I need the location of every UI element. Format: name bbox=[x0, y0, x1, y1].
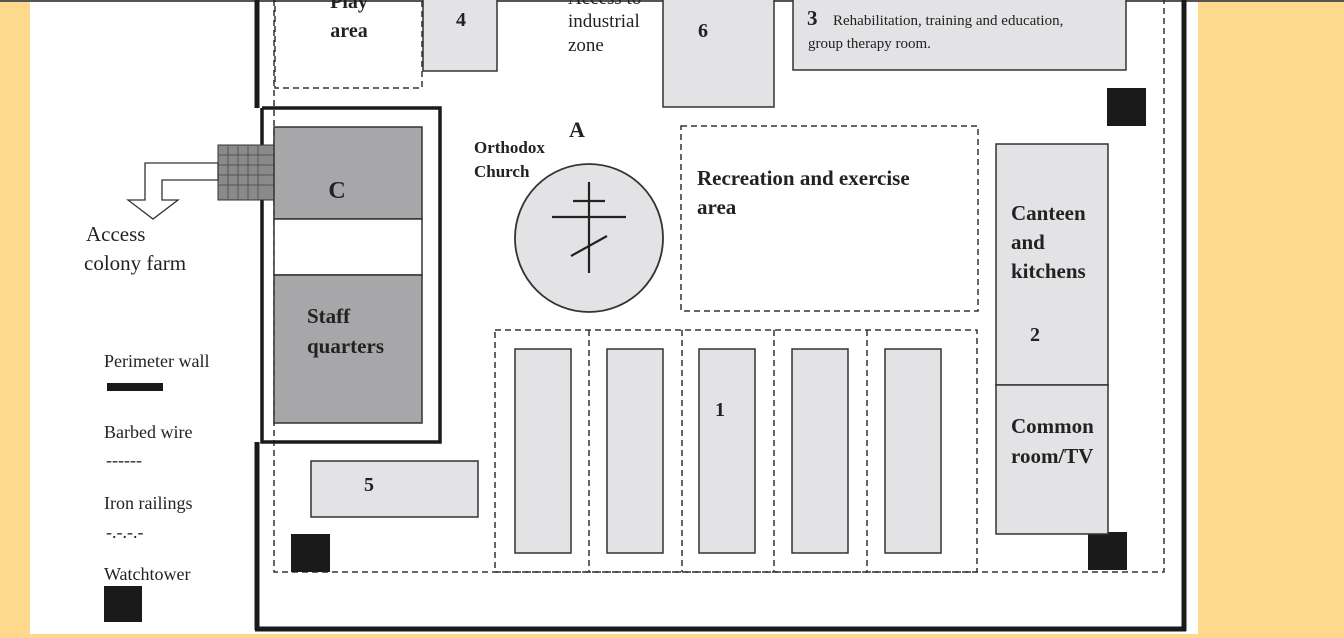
staff-compound-wall bbox=[260, 106, 442, 444]
staff-link-corridor bbox=[273, 218, 423, 276]
legend-watchtower-label: Watchtower bbox=[104, 564, 191, 584]
zone-a-label: A bbox=[569, 117, 585, 142]
staff-quarters-label: Staff bbox=[307, 304, 351, 328]
legend-iron-railings-label: Iron railings bbox=[104, 493, 192, 513]
dormitory-yards bbox=[494, 329, 978, 573]
industrial-access-label-3: zone bbox=[568, 35, 604, 56]
farm-access-label-2: colony farm bbox=[84, 251, 186, 275]
play-area-enclosure bbox=[274, 0, 423, 89]
building-5 bbox=[310, 460, 479, 518]
canteen-kitchens bbox=[995, 143, 1109, 386]
farm-access-arrow bbox=[126, 162, 219, 220]
dormitory-block-1e bbox=[884, 348, 942, 554]
dormitory-label: 1 bbox=[715, 399, 725, 421]
legend-barbed-wire-label: Barbed wire bbox=[104, 422, 192, 442]
dormitory-block-1a bbox=[514, 348, 572, 554]
legend-watchtower-swatch bbox=[104, 586, 142, 622]
play-area-label: Play bbox=[330, 0, 368, 13]
canteen-label: Canteen bbox=[1011, 201, 1086, 225]
common-room-label: Common bbox=[1011, 414, 1094, 438]
canteen-label-3: kitchens bbox=[1011, 259, 1086, 283]
building-3-number: 3 bbox=[807, 6, 818, 30]
church-label: Orthodox bbox=[474, 138, 545, 157]
building-3-label: Rehabilitation, training and education, bbox=[833, 13, 1063, 29]
common-room-label-2: room/TV bbox=[1011, 444, 1093, 468]
building-4 bbox=[422, 0, 498, 72]
recreation-area bbox=[680, 125, 979, 312]
farm-access-label: Access bbox=[86, 222, 145, 246]
building-3 bbox=[792, 0, 1127, 71]
industrial-access-label-2: industrial bbox=[568, 11, 640, 32]
building-3-label-2: group therapy room. bbox=[808, 36, 931, 52]
building-5-label: 5 bbox=[364, 474, 374, 496]
building-c-label: C bbox=[328, 178, 345, 204]
orthodox-cross-icon bbox=[552, 182, 626, 273]
perimeter-wall bbox=[254, 0, 1187, 632]
common-room bbox=[995, 384, 1109, 535]
dormitory-block-1c bbox=[698, 348, 756, 554]
gatehouse bbox=[217, 144, 275, 201]
gatehouse-hatching bbox=[218, 145, 274, 200]
staff-quarters-label-2: quarters bbox=[307, 334, 384, 358]
legend-perimeter-wall-swatch bbox=[107, 383, 163, 391]
recreation-label: Recreation and exercise bbox=[697, 166, 910, 190]
recreation-label-2: area bbox=[697, 195, 737, 219]
watchtower-northeast bbox=[1107, 88, 1146, 126]
building-6 bbox=[662, 0, 775, 108]
legend-iron-railings-symbol: -.-.-.- bbox=[106, 522, 143, 542]
watchtower-southwest bbox=[291, 534, 330, 572]
legend-barbed-wire-symbol: ------ bbox=[106, 450, 142, 470]
play-area-label-2: area bbox=[330, 20, 367, 42]
watchtower-southeast bbox=[1088, 532, 1127, 570]
staff-quarters bbox=[273, 274, 423, 424]
building-4-label: 4 bbox=[456, 9, 466, 31]
industrial-access-label: Access to bbox=[568, 0, 641, 9]
church-label-2: Church bbox=[474, 162, 530, 181]
dormitory-block-1d bbox=[791, 348, 849, 554]
legend-perimeter-wall-label: Perimeter wall bbox=[104, 351, 209, 371]
legend: Perimeter wall Barbed wire ------ Iron r… bbox=[104, 351, 209, 622]
dormitory-block-1b bbox=[606, 348, 664, 554]
building-6-label: 6 bbox=[698, 20, 708, 42]
building-c bbox=[273, 126, 423, 220]
canteen-label-2: and bbox=[1011, 230, 1045, 254]
building-2-label: 2 bbox=[1030, 324, 1040, 346]
